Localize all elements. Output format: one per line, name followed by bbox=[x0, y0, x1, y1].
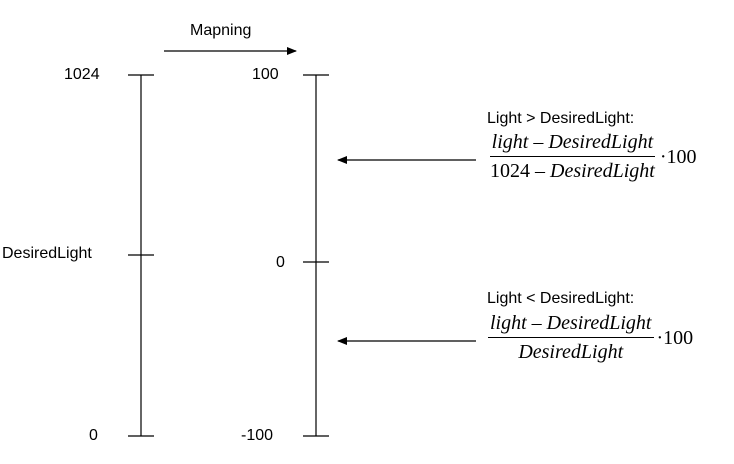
lower-case-formula: light – DesiredLight DesiredLight ·100 bbox=[488, 312, 693, 364]
lower-case-condition: Light < DesiredLight: bbox=[487, 290, 635, 307]
right-axis-top-label: 100 bbox=[252, 66, 279, 83]
upper-case-multiplier: ·100 bbox=[659, 145, 697, 168]
left-axis-top-label: 1024 bbox=[64, 66, 100, 83]
upper-case-fraction: light – DesiredLight 1024 – DesiredLight bbox=[488, 131, 657, 183]
lower-case-denominator: DesiredLight bbox=[518, 341, 624, 363]
mapping-label: Mapning bbox=[190, 22, 252, 39]
left-axis-middle-label: DesiredLight bbox=[2, 245, 92, 262]
lower-case-fraction: light – DesiredLight DesiredLight bbox=[488, 312, 654, 364]
upper-case-denominator: 1024 – DesiredLight bbox=[490, 160, 655, 182]
upper-case-condition: Light > DesiredLight: bbox=[487, 110, 635, 127]
left-axis-bottom-label: 0 bbox=[89, 427, 98, 444]
right-axis-middle-label: 0 bbox=[276, 254, 285, 271]
lower-case-multiplier: ·100 bbox=[656, 326, 694, 349]
upper-case-numerator: light – DesiredLight bbox=[489, 131, 656, 157]
right-axis-bottom-label: -100 bbox=[241, 427, 274, 444]
lower-case-numerator: light – DesiredLight bbox=[488, 312, 654, 338]
upper-case-formula: light – DesiredLight 1024 – DesiredLight… bbox=[488, 131, 697, 183]
